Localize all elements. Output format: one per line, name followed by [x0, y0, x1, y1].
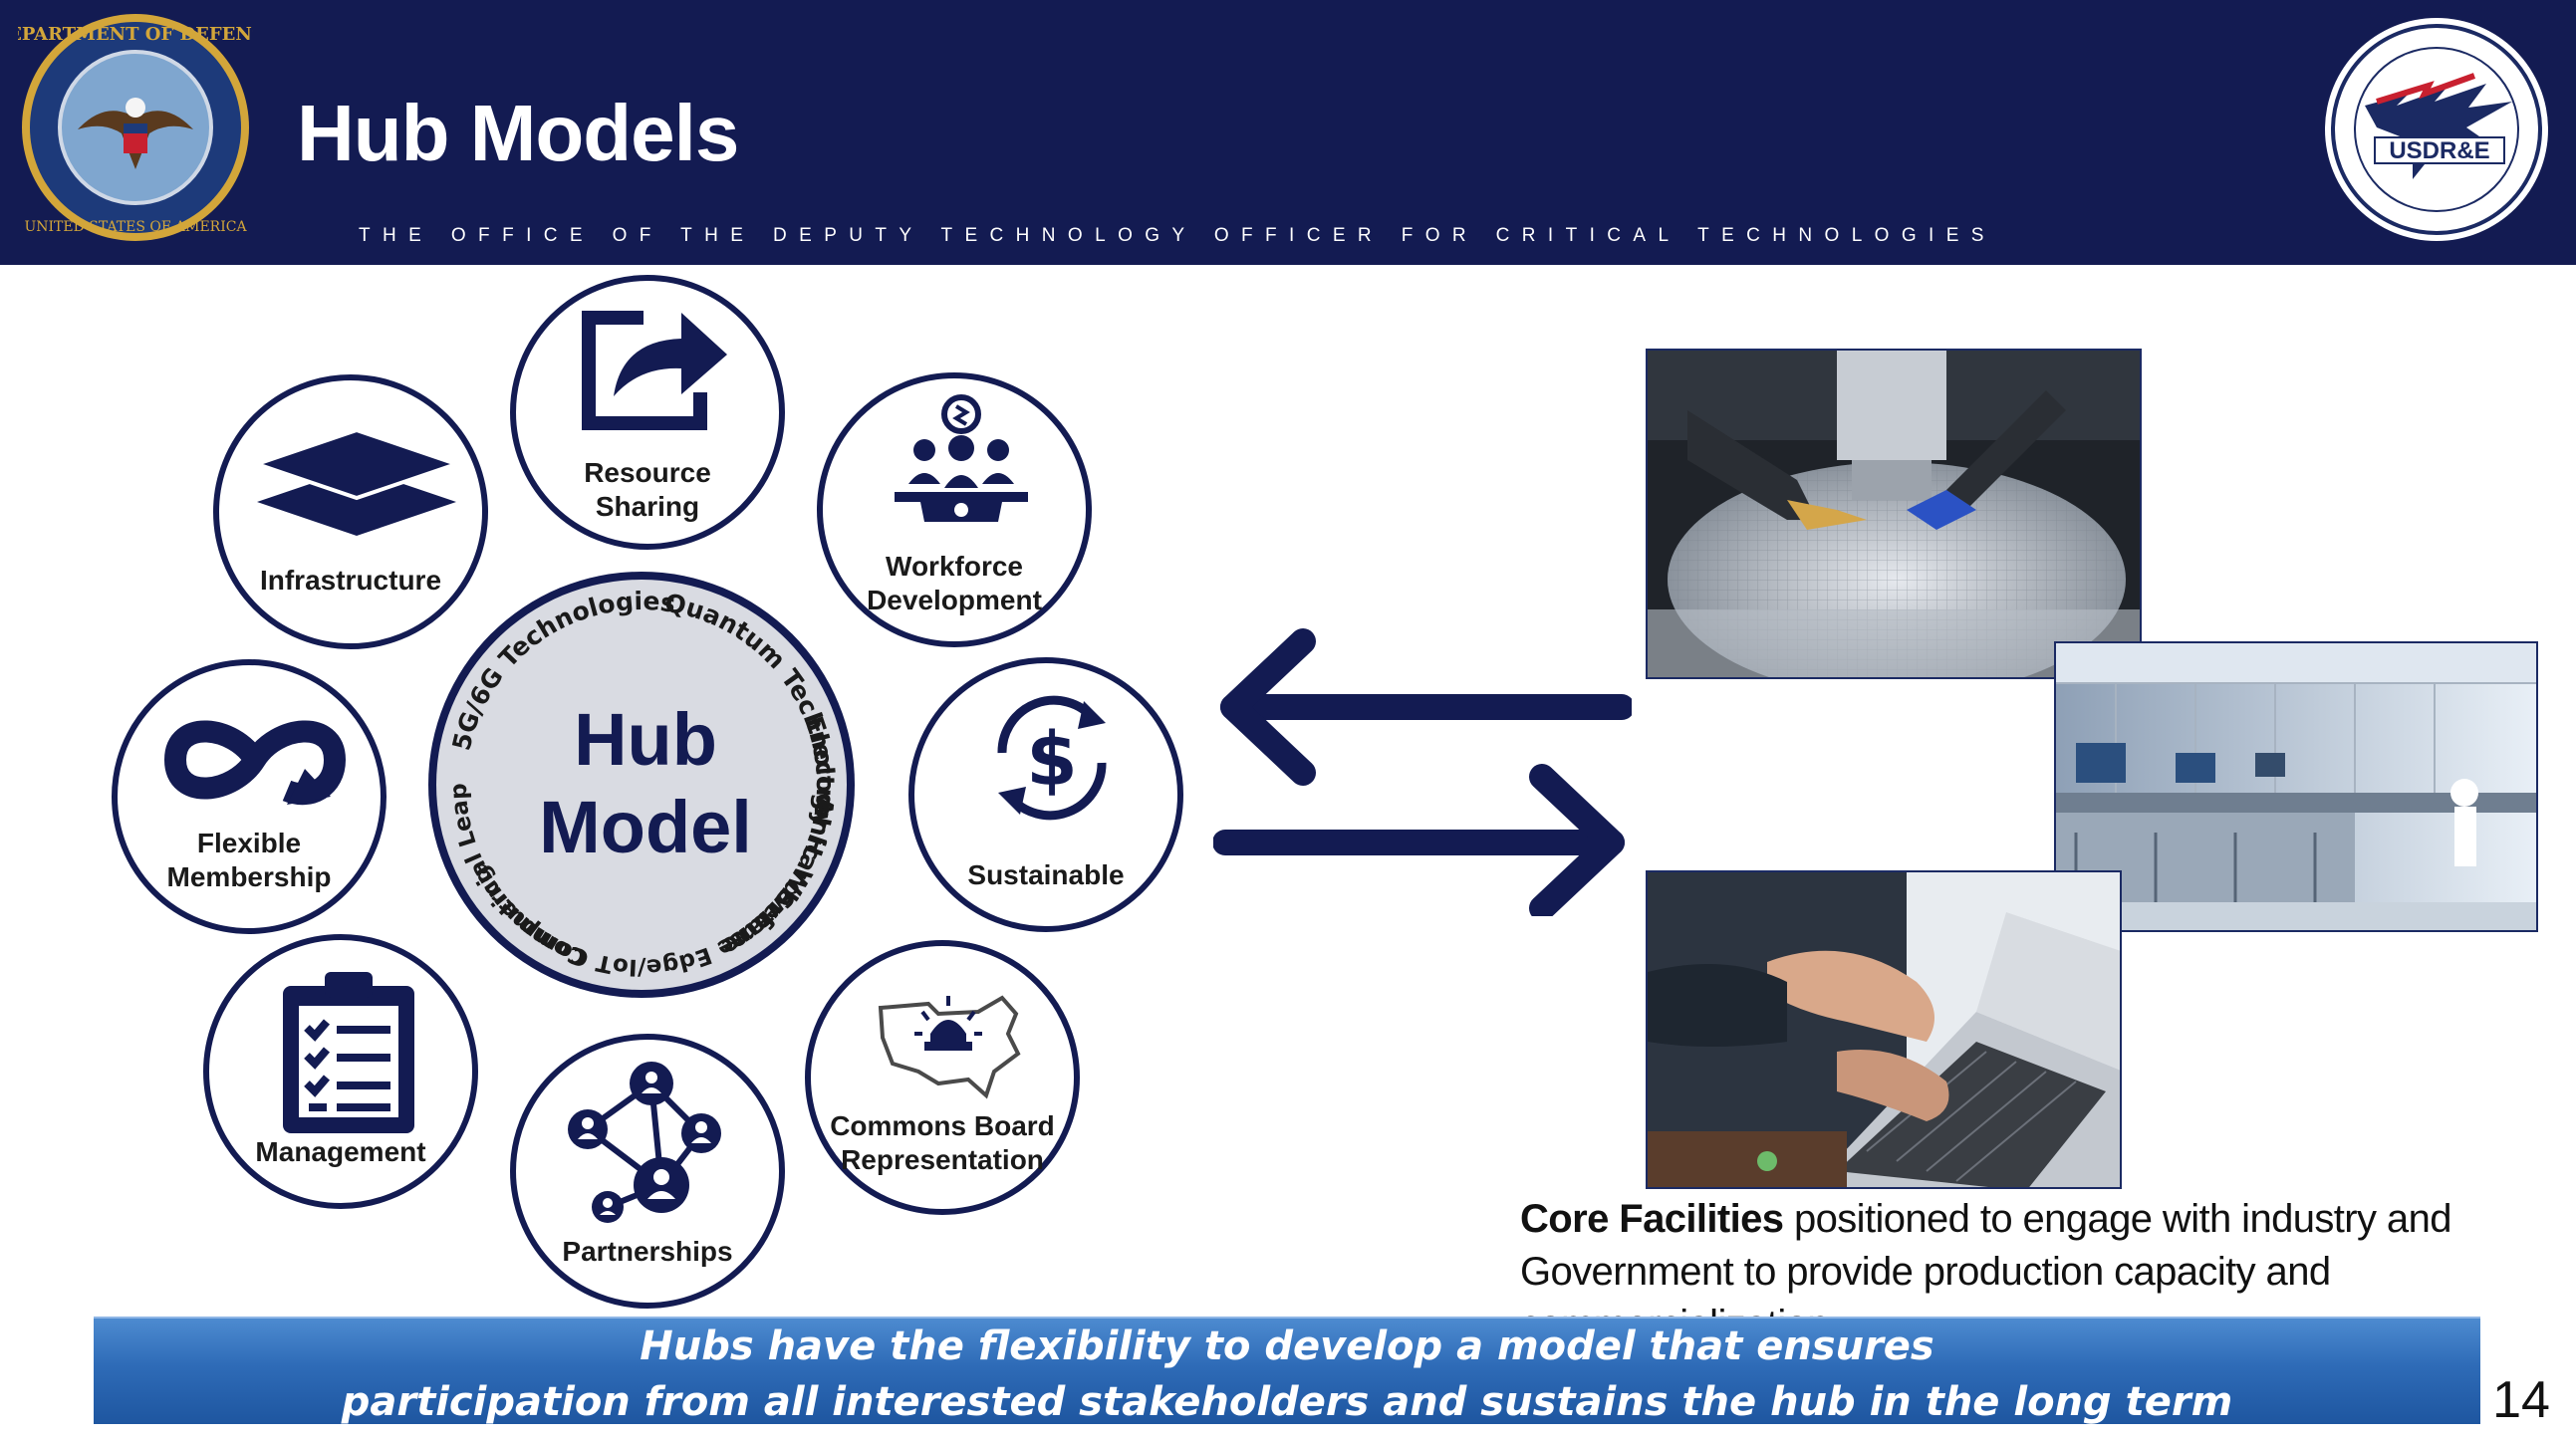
- node-infrastructure: Infrastructure: [213, 374, 488, 649]
- photo-wafer-probe: [1646, 349, 2142, 679]
- layers-icon: [250, 427, 463, 536]
- node-label-workforce-2: Development: [867, 585, 1042, 615]
- page-title: Hub Models: [297, 89, 739, 177]
- network-icon: [568, 1062, 721, 1223]
- usdre-logo: USDR&E: [2325, 18, 2548, 241]
- page-number: 14: [2492, 1371, 2550, 1429]
- workforce-icon: [895, 394, 1028, 522]
- svg-text:$: $: [1026, 717, 1078, 803]
- node-label-management: Management: [255, 1136, 426, 1167]
- node-label-sustainable: Sustainable: [967, 859, 1125, 890]
- hub-center-line2: Model: [539, 786, 752, 868]
- hub-model-circle: Quantum Technology Electronic Warfare AI…: [422, 566, 855, 998]
- node-label-commons-1: Commons Board: [830, 1110, 1055, 1141]
- infinity-icon: [163, 720, 347, 806]
- node-partnerships: Partnerships: [510, 1034, 785, 1309]
- node-label-partnerships: Partnerships: [562, 1236, 733, 1267]
- node-label-commons-2: Representation: [841, 1144, 1044, 1175]
- photo-cleanroom: [2054, 641, 2538, 932]
- map-alarm-icon: [878, 995, 1021, 1099]
- header-bar: DEPARTMENT OF DEFENSE UNITED STATES OF A…: [0, 0, 2576, 265]
- svg-text:USDR&E: USDR&E: [2389, 137, 2489, 164]
- node-label-resource-2: Sharing: [595, 491, 700, 522]
- seal-icon: DEPARTMENT OF DEFENSE UNITED STATES OF A…: [18, 14, 253, 241]
- clipboard-icon: [283, 972, 414, 1133]
- node-sustainable: $ Sustainable: [908, 657, 1183, 932]
- hub-center-line1: Hub: [574, 698, 717, 781]
- sustainable-dollar-icon: $: [997, 695, 1107, 821]
- share-icon: [582, 311, 727, 430]
- banner-line2: participation from all interested stakeh…: [341, 1379, 2233, 1425]
- arrow-left-icon: [1220, 628, 1632, 786]
- bottom-banner: Hubs have the flexibility to develop a m…: [94, 1317, 2480, 1425]
- node-management: Management: [203, 934, 478, 1209]
- page-subtitle: THE OFFICE OF THE DEPUTY TECHNOLOGY OFFI…: [359, 225, 1996, 246]
- node-label-infrastructure: Infrastructure: [259, 565, 442, 596]
- exchange-arrows: [1213, 628, 1632, 916]
- node-label-resource-1: Resource: [584, 457, 711, 488]
- banner-line1: Hubs have the flexibility to develop a m…: [640, 1323, 1934, 1369]
- svg-text:UNITED STATES OF AMERICA: UNITED STATES OF AMERICA: [24, 219, 247, 235]
- photo-laptop-typing: [1646, 870, 2122, 1189]
- node-label-workforce-1: Workforce: [886, 551, 1023, 582]
- node-label-flexible-1: Flexible: [196, 828, 302, 858]
- caption-bold: Core Facilities: [1520, 1197, 1784, 1241]
- svg-text:DEPARTMENT OF DEFENSE: DEPARTMENT OF DEFENSE: [18, 24, 253, 45]
- arrow-right-icon: [1213, 764, 1625, 916]
- node-label-flexible-2: Membership: [166, 861, 332, 892]
